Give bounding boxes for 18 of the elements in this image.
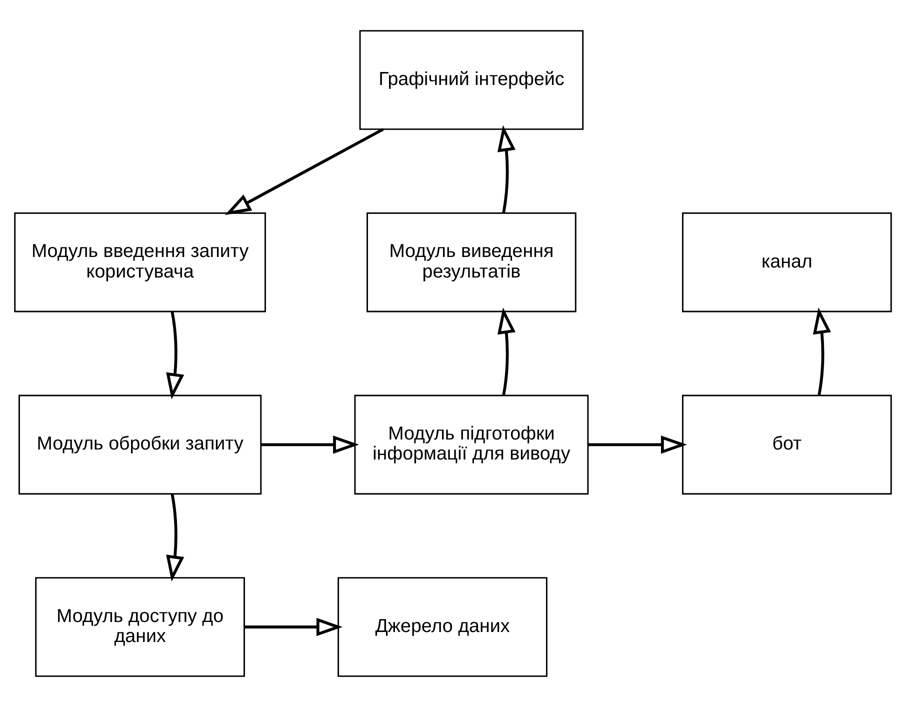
node-box: Модуль підготофки інформації для виводу <box>354 394 588 495</box>
arrow <box>244 618 342 636</box>
node-box: бот <box>682 394 892 495</box>
node-box: Модуль виведення результатів <box>366 212 576 312</box>
arrow <box>166 494 184 582</box>
arrow <box>496 308 516 396</box>
node-box: Модуль доступу до даних <box>34 577 244 677</box>
arrow <box>260 436 359 454</box>
node-box: канал <box>682 212 892 312</box>
arrow <box>588 436 687 454</box>
arrow <box>166 312 184 400</box>
node-box: Модуль введення запиту користувача <box>14 212 266 312</box>
node-box: Модуль обробки запиту <box>18 394 262 495</box>
arrow <box>496 125 516 213</box>
arrow <box>812 308 831 396</box>
node-box: Джерело даних <box>337 577 547 677</box>
arrow <box>224 128 384 215</box>
node-box: Графічний інтерфейс <box>358 30 584 130</box>
